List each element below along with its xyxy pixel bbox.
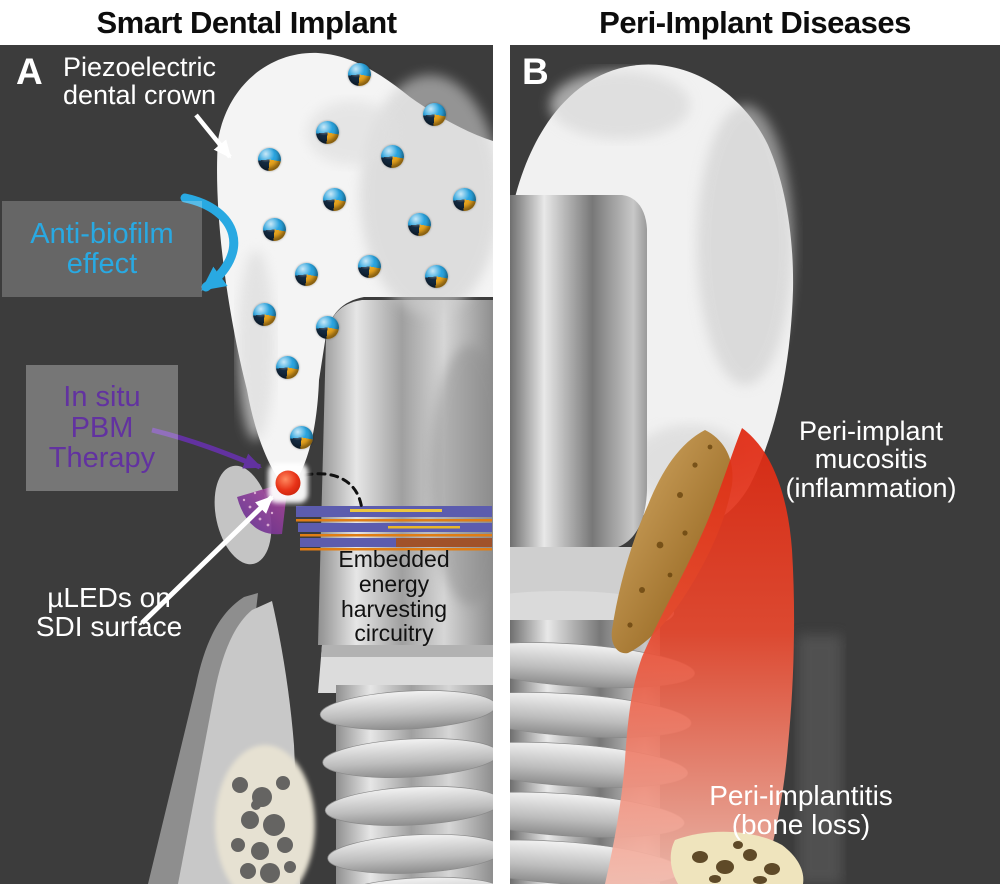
piezo-particle: [408, 213, 431, 236]
piezo-particle: [348, 63, 371, 86]
figure-title-left: Smart Dental Implant: [96, 5, 397, 40]
calculus-deposit: [611, 430, 733, 654]
figure-title-right: Peri-Implant Diseases: [599, 5, 911, 40]
spongy-bone: [231, 776, 296, 883]
anti-biofilm-arrow: [180, 193, 239, 292]
piezo-particle: [263, 218, 286, 241]
piezo-particle: [276, 356, 299, 379]
piezo-particle: [258, 148, 281, 171]
pbm-pointer-arrow: [151, 427, 262, 470]
piezo-particle: [253, 303, 276, 326]
panel-b-label: B: [522, 51, 549, 92]
antibiofilm-annotation: Anti-biofilm effect: [30, 217, 174, 280]
tooth-crown-a: [217, 52, 493, 490]
inflamed-tissue: [605, 428, 795, 884]
pbm-box: In situ PBM Therapy: [26, 365, 178, 491]
piezo-particle: [295, 263, 318, 286]
panel-a-label: A: [16, 51, 43, 92]
piezo-particle: [316, 316, 339, 339]
panel-b-illustration: [510, 64, 842, 884]
panel-b: B Peri-implant mucositis (inflammation) …: [510, 45, 1000, 884]
spongy-bone-b: [670, 831, 804, 884]
piezo-particle: [423, 103, 446, 126]
piezo-particle: [323, 188, 346, 211]
piezo-particle: [381, 145, 404, 168]
circuitry-layers: [296, 506, 492, 551]
panel-a: A Piezoelectric dental crown Anti-biofil…: [0, 45, 493, 884]
piezo-particle: [453, 188, 476, 211]
micro-led-indicator: [268, 463, 308, 503]
piezo-particle: [358, 255, 381, 278]
crown-pointer-arrow: [194, 113, 232, 159]
circuitry-dashed-pointer: [303, 472, 364, 513]
panel-a-illustration: [140, 52, 493, 884]
pbm-annotation: In situ PBM Therapy: [48, 381, 156, 475]
root-shadow: [798, 635, 842, 884]
piezo-particle: [290, 426, 313, 449]
implant-screw: [318, 645, 493, 884]
antibiofilm-box: Anti-biofilm effect: [2, 201, 202, 297]
piezo-particle: [316, 121, 339, 144]
uleds-pointer-arrow: [140, 495, 274, 625]
piezo-particle: [425, 265, 448, 288]
